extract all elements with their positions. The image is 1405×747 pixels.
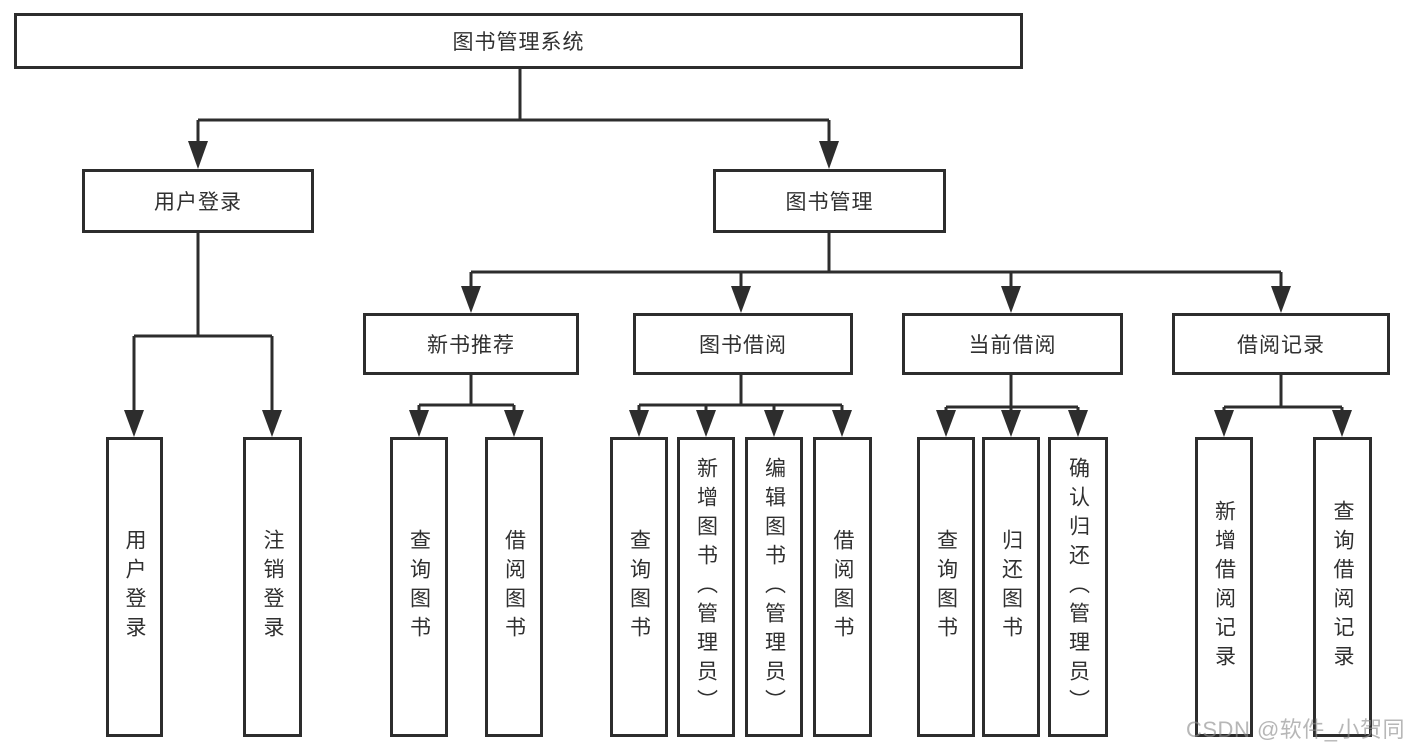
arrow-down-icon <box>832 410 852 437</box>
connector-bookmgmt-to-level3 <box>461 233 1291 313</box>
node-book-management-label: 图书管理 <box>785 191 874 214</box>
leaf-add-books-admin-label: 新增图书（管理员） <box>694 456 718 718</box>
arrow-down-icon <box>696 410 716 437</box>
node-user-login: 用户登录 <box>82 169 314 233</box>
node-borrowing-records-label: 借阅记录 <box>1237 334 1325 357</box>
arrow-down-icon <box>1001 286 1021 313</box>
leaf-edit-books-admin-label: 编辑图书（管理员） <box>762 456 786 718</box>
arrow-down-icon <box>1332 410 1352 437</box>
arrow-down-icon <box>409 410 429 437</box>
node-book-management: 图书管理 <box>713 169 946 233</box>
csdn-watermark: CSDN @软件_小贺同学 <box>1186 717 1405 742</box>
connector-userlogin-to-leaves <box>124 233 282 437</box>
node-root: 图书管理系统 <box>14 13 1023 69</box>
leaf-query-books-1-label: 查询图书 <box>407 529 431 645</box>
leaf-confirm-return-admin-label: 确认归还（管理员） <box>1066 456 1090 718</box>
leaf-borrow-books-2: 借阅图书 <box>813 437 872 737</box>
leaf-logout: 注销登录 <box>243 437 302 737</box>
arrow-down-icon <box>504 410 524 437</box>
connector-newbookrec-to-leaves <box>409 375 524 437</box>
leaf-add-books-admin: 新增图书（管理员） <box>677 437 735 737</box>
leaf-query-books-2-label: 查询图书 <box>627 529 651 645</box>
leaf-add-borrow-record: 新增借阅记录 <box>1195 437 1253 737</box>
node-current-borrowing-label: 当前借阅 <box>968 334 1057 357</box>
node-new-book-recommendation: 新书推荐 <box>363 313 579 375</box>
arrow-down-icon <box>262 410 282 437</box>
node-new-book-recommendation-label: 新书推荐 <box>427 334 515 357</box>
leaf-edit-books-admin: 编辑图书（管理员） <box>745 437 803 737</box>
arrow-down-icon <box>124 410 144 437</box>
leaf-query-books-3: 查询图书 <box>917 437 975 737</box>
node-borrowing-records: 借阅记录 <box>1172 313 1390 375</box>
leaf-return-books-label: 归还图书 <box>999 529 1023 645</box>
leaf-confirm-return-admin: 确认归还（管理员） <box>1048 437 1108 737</box>
connector-bookborrow-to-leaves <box>629 375 852 437</box>
leaf-query-borrow-record-label: 查询借阅记录 <box>1331 500 1354 674</box>
arrow-down-icon <box>1068 410 1088 437</box>
arrow-down-icon <box>1001 410 1021 437</box>
node-root-label: 图书管理系统 <box>452 31 585 54</box>
node-current-borrowing: 当前借阅 <box>902 313 1123 375</box>
node-book-borrowing: 图书借阅 <box>633 313 853 375</box>
leaf-query-books-1: 查询图书 <box>390 437 448 737</box>
arrow-down-icon <box>188 141 208 169</box>
connector-currentborrow-to-leaves <box>936 375 1088 437</box>
connector-root-to-level2 <box>188 69 839 169</box>
connector-borrowrecord-to-leaves <box>1214 375 1352 437</box>
arrow-down-icon <box>461 286 481 313</box>
leaf-query-books-3-label: 查询图书 <box>934 529 958 645</box>
leaf-query-books-2: 查询图书 <box>610 437 668 737</box>
arrow-down-icon <box>819 141 839 169</box>
node-book-borrowing-label: 图书借阅 <box>699 334 787 357</box>
leaf-borrow-books-1: 借阅图书 <box>485 437 543 737</box>
leaf-logout-label: 注销登录 <box>261 529 284 645</box>
node-user-login-label: 用户登录 <box>154 191 242 214</box>
leaf-return-books: 归还图书 <box>982 437 1040 737</box>
arrow-down-icon <box>1214 410 1234 437</box>
leaf-borrow-books-1-label: 借阅图书 <box>502 529 526 645</box>
leaf-user-login-label: 用户登录 <box>123 529 146 645</box>
arrow-down-icon <box>629 410 649 437</box>
leaf-query-borrow-record: 查询借阅记录 <box>1313 437 1372 737</box>
arrow-down-icon <box>936 410 956 437</box>
arrow-down-icon <box>731 286 751 313</box>
leaf-add-borrow-record-label: 新增借阅记录 <box>1212 500 1236 674</box>
arrow-down-icon <box>1271 286 1291 313</box>
arrow-down-icon <box>764 410 784 437</box>
leaf-user-login: 用户登录 <box>106 437 163 737</box>
leaf-borrow-books-2-label: 借阅图书 <box>831 529 854 645</box>
